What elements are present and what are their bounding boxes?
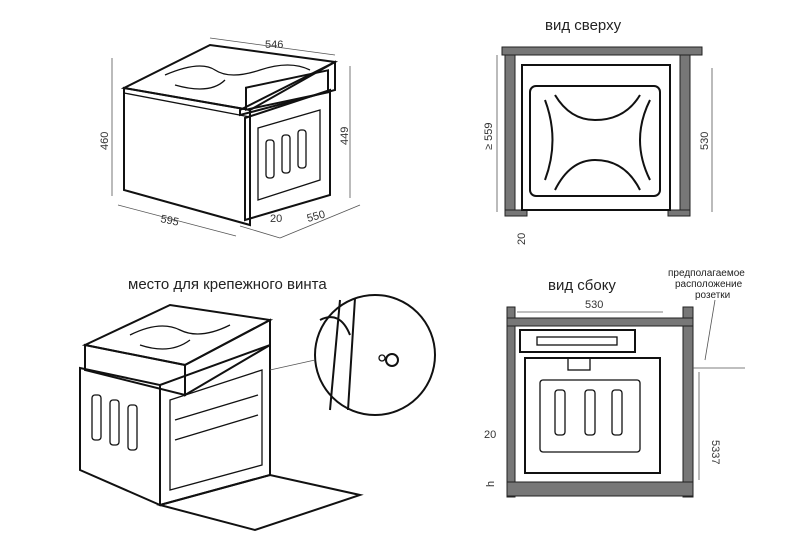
dim-front-height: 449 (339, 127, 351, 145)
mounting-view: место для крепежного винта (79, 276, 436, 532)
socket-note-line-3: розетки (695, 290, 730, 301)
oven-cavity (169, 369, 263, 491)
shelf-top (506, 317, 694, 327)
dim-side-height: 5337 (709, 440, 721, 464)
oven-door (244, 88, 331, 222)
side-view-title: вид сбоку (548, 277, 616, 294)
top-view: вид сверху ≥ 559 530 20 (483, 17, 713, 245)
screw-icon (385, 353, 399, 367)
oven-side (123, 86, 251, 227)
side-control-panel (519, 329, 636, 353)
side-view: вид сбоку предполагаемое расположение ро… (484, 268, 745, 498)
dim-h: h (485, 481, 497, 487)
screw-location-title: место для крепежного винта (128, 276, 327, 293)
oven-body-top (521, 64, 671, 211)
side-oven-body (524, 357, 661, 474)
dim-door: 20 (270, 213, 282, 225)
top-burner-pattern (164, 64, 311, 90)
dim-height: 460 (99, 132, 111, 150)
dim-top-width: 546 (265, 39, 283, 51)
socket-note-line-1: предполагаемое (668, 268, 745, 279)
socket-note-line-2: расположение (675, 279, 743, 290)
top-view-title: вид сверху (545, 17, 622, 34)
wall-back (501, 46, 703, 56)
control-panel (245, 69, 329, 111)
top-plate (529, 85, 661, 197)
shelf-bottom (506, 481, 694, 497)
dim-top-depth: 530 (699, 132, 711, 150)
screw-detail-callout (314, 294, 436, 416)
dim-side-depth: 530 (585, 299, 603, 311)
mount-control-panel (84, 343, 186, 397)
dim-depth: 550 (306, 209, 327, 225)
isometric-oven-view: 546 460 449 595 20 550 (99, 37, 361, 239)
dim-gap: 20 (516, 233, 528, 245)
dim-side-gap: 20 (484, 429, 496, 441)
open-door (156, 473, 364, 532)
dim-width: 595 (159, 213, 179, 229)
door-window (257, 109, 321, 201)
dim-niche-depth: ≥ 559 (483, 123, 495, 150)
